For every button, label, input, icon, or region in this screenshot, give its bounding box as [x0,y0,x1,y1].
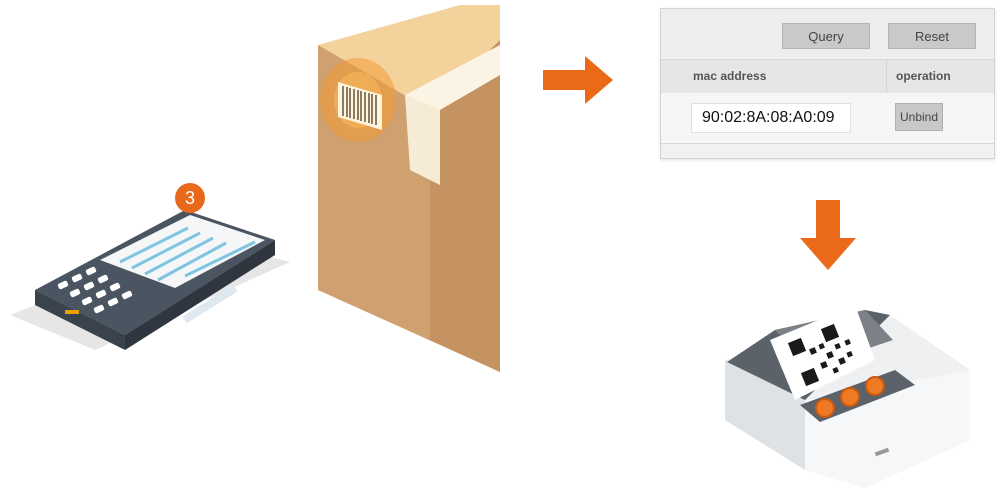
column-header-operation: operation [896,60,951,93]
reset-button[interactable]: Reset [888,23,976,49]
arrow-right-icon [543,56,613,104]
mac-address-cell: 90:02:8A:08:A0:09 [691,103,851,133]
device-binding-panel: Query Reset mac address operation 90:02:… [660,8,995,159]
arrow-down-icon [800,200,856,270]
toolbar: Query Reset [661,9,994,57]
label-printer-icon [715,300,995,488]
step-badge: 3 [175,183,205,213]
handheld-scanner-icon [0,170,290,370]
column-header-mac-address: mac address [693,60,766,93]
unbind-button[interactable]: Unbind [895,103,943,131]
cardboard-box-icon [310,0,510,372]
table-header: mac address operation [661,59,994,94]
query-button[interactable]: Query [782,23,870,49]
table-row: 90:02:8A:08:A0:09 Unbind [661,93,994,144]
